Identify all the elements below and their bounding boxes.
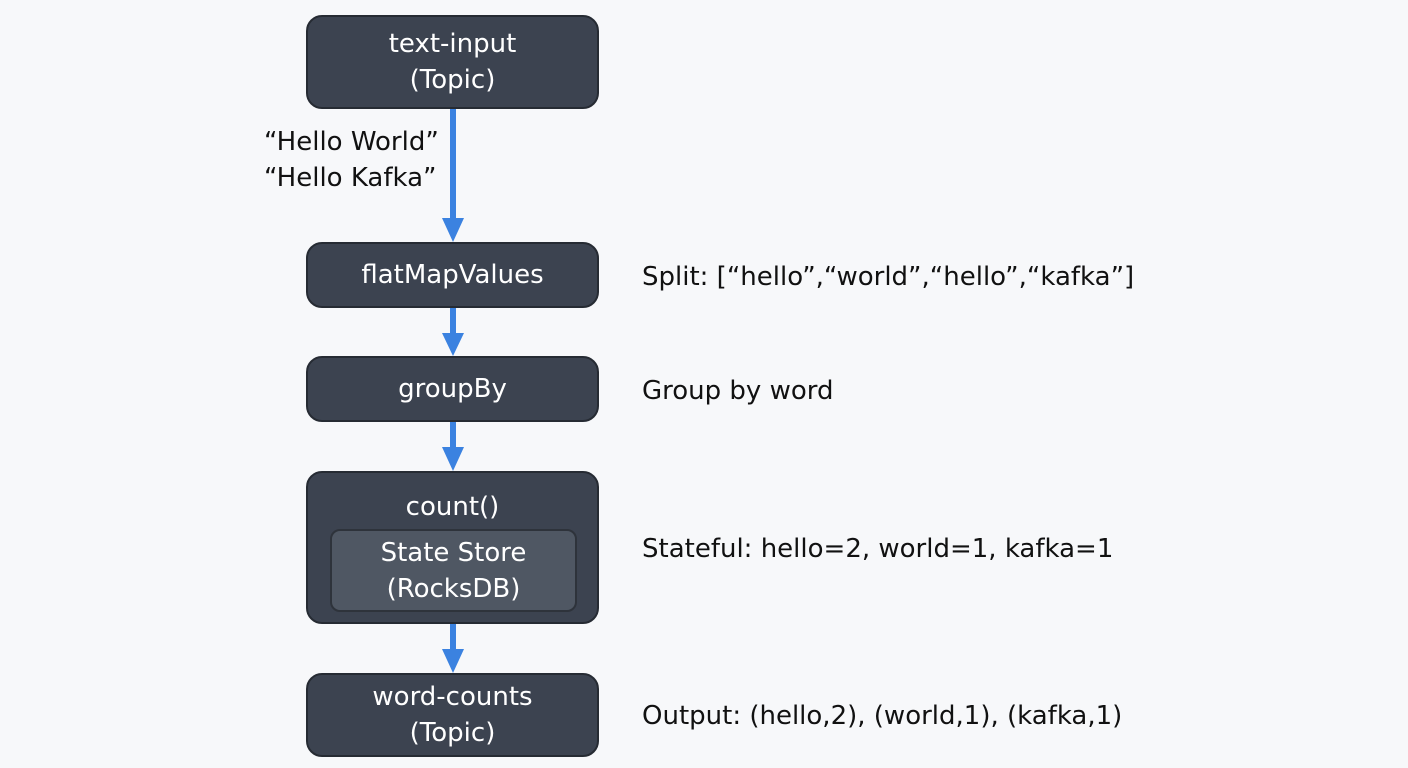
arrow-count-to-output-shaft xyxy=(450,624,456,650)
node-word-counts-title: word-counts xyxy=(372,682,533,712)
state-store-title: State Store xyxy=(380,537,527,568)
node-text-input-topic: text-input (Topic) xyxy=(306,15,599,109)
input-record-2: “Hello Kafka” xyxy=(264,163,437,193)
arrow-count-to-output-head xyxy=(442,649,464,673)
node-flatmapvalues-label: flatMapValues xyxy=(361,260,544,290)
note-flatmap-split: Split: [“hello”,“world”,“hello”,“kafka”] xyxy=(642,262,1135,292)
arrow-input-to-flatmap-shaft xyxy=(450,108,456,220)
state-store-subtitle: (RocksDB) xyxy=(386,573,521,604)
node-count-label: count() xyxy=(405,492,500,522)
note-count-stateful: Stateful: hello=2, world=1, kafka=1 xyxy=(642,534,1114,564)
node-word-counts-topic: word-counts (Topic) xyxy=(306,673,599,757)
note-groupby: Group by word xyxy=(642,376,834,406)
edge-label-input-records: “Hello World” “Hello Kafka” xyxy=(264,124,439,196)
arrow-flatmap-to-groupby-head xyxy=(442,333,464,356)
state-store-rocksdb: State Store (RocksDB) xyxy=(330,529,577,612)
node-groupby: groupBy xyxy=(306,356,599,422)
node-flatmapvalues: flatMapValues xyxy=(306,242,599,308)
note-output: Output: (hello,2), (world,1), (kafka,1) xyxy=(642,701,1123,731)
node-text-input-title: text-input xyxy=(388,29,517,59)
arrow-groupby-to-count-shaft xyxy=(450,422,456,448)
arrow-input-to-flatmap-head xyxy=(442,218,464,242)
node-groupby-label: groupBy xyxy=(398,374,507,404)
node-word-counts-subtitle: (Topic) xyxy=(409,718,496,748)
node-text-input-subtitle: (Topic) xyxy=(409,65,496,95)
arrow-groupby-to-count-head xyxy=(442,447,464,471)
arrow-flatmap-to-groupby-shaft xyxy=(450,308,456,334)
input-record-1: “Hello World” xyxy=(264,127,439,157)
